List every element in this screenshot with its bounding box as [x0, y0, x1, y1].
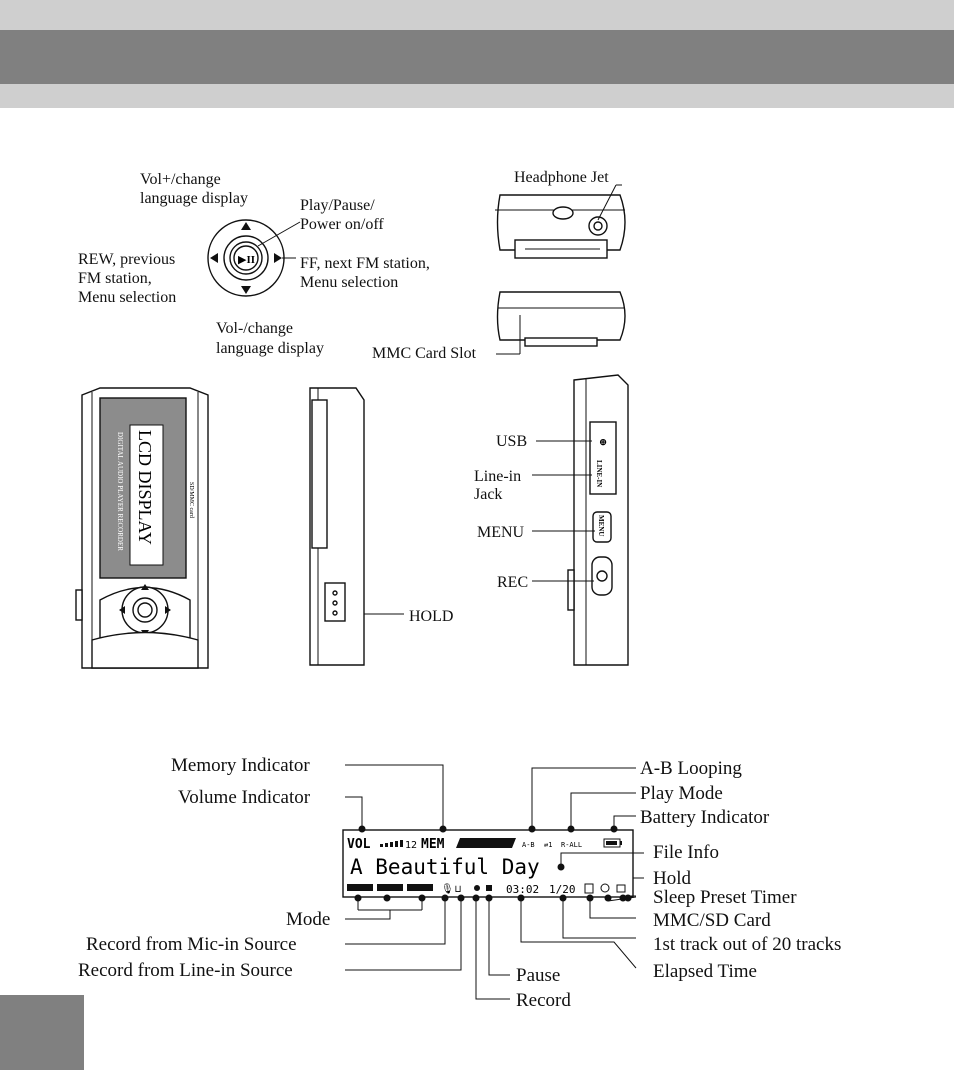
lcd-vol: VOL — [347, 837, 371, 852]
lcd-label-box — [129, 424, 164, 566]
menu-label: MENU — [477, 524, 525, 541]
header-band-light-bottom — [0, 84, 954, 108]
pause-icon — [486, 885, 492, 891]
lcd-detail: VOL 12 MEM A-B ⇄1 R-ALL A Beautiful Day … — [78, 755, 841, 1011]
arrow-left-icon — [210, 253, 218, 263]
callout-memory: Memory Indicator — [171, 755, 310, 776]
vol-up-label-1: Vol+/change — [140, 171, 221, 188]
play-label-2: Power on/off — [300, 216, 384, 233]
vol-up-label-2: language display — [140, 190, 248, 207]
hold-lock-icon — [616, 884, 626, 893]
mode-seg-3 — [407, 884, 433, 891]
lcd-repeat-icon: ⇄1 — [544, 841, 552, 849]
lcd-mem: MEM — [421, 837, 445, 852]
arrow-down-icon — [241, 286, 251, 294]
lcd-play-mode: R-ALL — [561, 841, 582, 849]
memory-bar — [456, 838, 516, 848]
vol-down-label-2: language display — [216, 340, 324, 357]
side-view-ports: ⊕ LINE-IN MENU USB Line-in Jack MENU REC — [474, 374, 629, 666]
header-band-light — [0, 0, 954, 30]
headphone-label: Headphone Jet — [514, 169, 609, 186]
side-print: SD/MMC card — [188, 482, 194, 518]
usb-cover — [589, 421, 617, 495]
top-view-headphone: Headphone Jet — [495, 169, 626, 259]
arrow-right-icon — [274, 253, 282, 263]
header-band-dark — [0, 30, 954, 84]
arrow-up-icon — [241, 222, 251, 230]
callout-elapsed: Elapsed Time — [653, 961, 757, 982]
mode-seg-2 — [377, 884, 403, 891]
usb-label: USB — [496, 433, 527, 450]
rew-label-2: FM station, — [78, 270, 152, 287]
play-pause-icon: ▶II — [238, 254, 255, 266]
rew-label-1: REW, previous — [78, 251, 175, 268]
ff-label-2: Menu selection — [300, 274, 398, 291]
callout-record: Record — [516, 990, 571, 1011]
callout-mode: Mode — [286, 909, 330, 930]
callout-linein: Record from Line-in Source — [78, 960, 293, 981]
lcd-track: 1/20 — [549, 883, 576, 896]
svg-text:MENU: MENU — [597, 515, 605, 536]
callout-play-mode: Play Mode — [640, 783, 723, 804]
mic-icon: 🎙 — [441, 883, 454, 895]
battery-icon — [606, 841, 617, 845]
keypad-diagram: ▶II Vol+/change language display Play/Pa… — [78, 171, 430, 357]
top-view-mmc-slot: MMC Card Slot — [372, 291, 626, 362]
linein-label-1: Line-in — [474, 468, 521, 485]
hold-label: HOLD — [409, 608, 453, 625]
lcd-song: A Beautiful Day — [350, 855, 540, 879]
callout-mmc: MMC/SD Card — [653, 910, 771, 931]
callout-hold: Hold — [653, 868, 692, 889]
ff-label-1: FF, next FM station, — [300, 255, 430, 272]
page-corner-tab — [0, 995, 84, 1070]
svg-text:LINE-IN: LINE-IN — [595, 460, 603, 487]
vol-down-label-1: Vol-/change — [216, 320, 293, 337]
rew-label-3: Menu selection — [78, 289, 176, 306]
callout-ab: A-B Looping — [640, 758, 742, 779]
lcd-elapsed: 03:02 — [506, 883, 539, 896]
mmc-slot-label: MMC Card Slot — [372, 345, 477, 362]
linein-icon: ⊔ — [455, 884, 461, 895]
front-view-device: LCD DISPLAY DIGITAL AUDIO PLAYER RECORDE… — [75, 387, 209, 669]
menu-button — [592, 511, 612, 543]
callout-track: 1st track out of 20 tracks — [653, 934, 841, 955]
side-view-hold: HOLD — [309, 387, 453, 666]
callout-pause: Pause — [516, 965, 560, 986]
mode-seg-1 — [347, 884, 373, 891]
mmc-icon — [584, 883, 594, 894]
callout-file-info: File Info — [653, 842, 719, 863]
lcd-display-sub: DIGITAL AUDIO PLAYER RECORDER — [116, 432, 124, 551]
callout-volume: Volume Indicator — [178, 787, 311, 808]
rec-label: REC — [497, 574, 528, 591]
callout-mic: Record from Mic-in Source — [86, 934, 297, 955]
usb-icon: ⊕ — [597, 438, 608, 446]
lcd-ab: A-B — [522, 841, 535, 849]
sleep-timer-icon — [600, 883, 610, 893]
callout-sleep: Sleep Preset Timer — [653, 887, 797, 908]
lcd-display-title: LCD DISPLAY — [135, 430, 155, 545]
lcd-vol-level: 12 — [405, 840, 417, 851]
play-label-1: Play/Pause/ — [300, 197, 375, 214]
linein-label-2: Jack — [474, 486, 502, 503]
callout-battery: Battery Indicator — [640, 807, 770, 828]
record-icon — [474, 885, 480, 891]
